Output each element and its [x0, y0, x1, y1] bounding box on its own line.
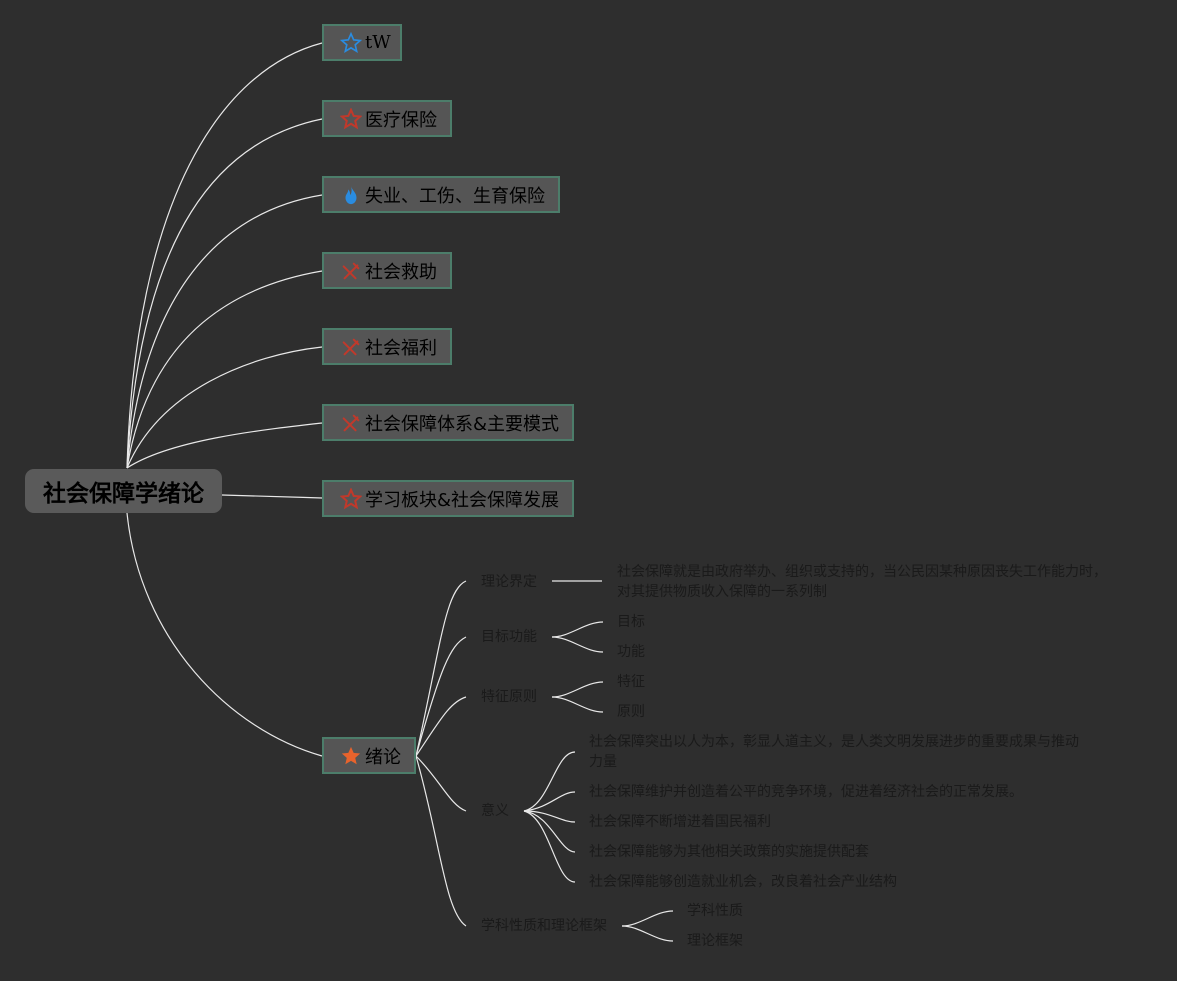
connector [551, 621, 604, 638]
detail-meaning-1[interactable]: 社会保障突出以人为本，彰显人道主义，是人类文明发展进步的重要成果与推动力量 [589, 734, 1079, 770]
detail-meaning-2[interactable]: 社会保障维护并创造着公平的竞争环境，促进着经济社会的正常发展。 [589, 784, 1023, 800]
topic-unemployment-injury-maternity[interactable]: 失业、工伤、生育保险 [322, 176, 560, 213]
detail-function[interactable]: 功能 [617, 644, 645, 660]
topic-label: 失业、工伤、生育保险 [365, 185, 545, 207]
subtopic-discipline-framework[interactable]: 学科性质和理论框架 [481, 918, 607, 934]
connector [621, 910, 674, 927]
red-tools-icon [339, 259, 363, 283]
topic-tw[interactable]: tW [322, 24, 402, 61]
topic-label: 学习板块&社会保障发展 [365, 489, 560, 511]
red-tools-icon [339, 335, 363, 359]
topic-medical-insurance[interactable]: 医疗保险 [322, 100, 452, 137]
connector [621, 925, 674, 942]
topic-label: 社会福利 [365, 337, 437, 359]
subtopic-meaning[interactable]: 意义 [481, 803, 509, 819]
central-topic[interactable]: 社会保障学绪论 [25, 469, 222, 513]
connector [415, 580, 467, 757]
detail-feature[interactable]: 特征 [617, 674, 645, 690]
subtopic-theory-definition[interactable]: 理论界定 [481, 574, 537, 590]
red-star-outline-icon [339, 107, 363, 131]
connector [523, 810, 576, 883]
connector [126, 42, 323, 469]
detail-meaning-5[interactable]: 社会保障能够创造就业机会，改良着社会产业结构 [589, 874, 897, 890]
subtopic-feature-principle[interactable]: 特征原则 [481, 689, 537, 705]
connector [126, 346, 323, 469]
topic-label: tW [365, 32, 391, 53]
connector [551, 696, 604, 713]
topic-system-models[interactable]: 社会保障体系&主要模式 [322, 404, 574, 441]
detail-goal[interactable]: 目标 [617, 614, 645, 630]
connector [126, 194, 323, 469]
detail-meaning-4[interactable]: 社会保障能够为其他相关政策的实施提供配套 [589, 844, 869, 860]
connector [551, 681, 604, 698]
connector [126, 512, 323, 757]
connector [126, 422, 323, 469]
topic-label: 社会救助 [365, 261, 437, 283]
detail-meaning-3[interactable]: 社会保障不断增进着国民福利 [589, 814, 771, 830]
connector [415, 696, 467, 757]
topic-social-assistance[interactable]: 社会救助 [322, 252, 452, 289]
connector [523, 810, 576, 853]
connector [523, 810, 576, 823]
connector [221, 494, 323, 499]
detail-principle[interactable]: 原则 [617, 704, 645, 720]
orange-star-icon [339, 744, 363, 768]
detail-theory-definition[interactable]: 社会保障就是由政府举办、组织或支持的，当公民因某种原因丧失工作能力时，对其提供物… [617, 564, 1107, 600]
blue-flame-icon [339, 183, 363, 207]
topic-social-welfare[interactable]: 社会福利 [322, 328, 452, 365]
connector [415, 755, 467, 927]
topic-label: 绪论 [365, 746, 401, 768]
topic-introduction[interactable]: 绪论 [322, 737, 416, 774]
topic-label: 医疗保险 [365, 109, 437, 131]
connector [523, 751, 576, 812]
central-topic-label: 社会保障学绪论 [43, 481, 204, 507]
connector [126, 118, 323, 469]
subtopic-goal-function[interactable]: 目标功能 [481, 629, 537, 645]
detail-theory-framework[interactable]: 理论框架 [687, 933, 743, 949]
topic-learning-development[interactable]: 学习板块&社会保障发展 [322, 480, 574, 517]
blue-star-outline-icon [339, 31, 363, 55]
connector [415, 636, 467, 757]
connector [126, 270, 323, 469]
topic-label: 社会保障体系&主要模式 [365, 413, 560, 435]
connector [415, 755, 467, 812]
detail-discipline-nature[interactable]: 学科性质 [687, 903, 743, 919]
red-tools-icon [339, 411, 363, 435]
connector [551, 636, 604, 653]
connector [523, 791, 576, 812]
red-star-outline-icon [339, 487, 363, 511]
